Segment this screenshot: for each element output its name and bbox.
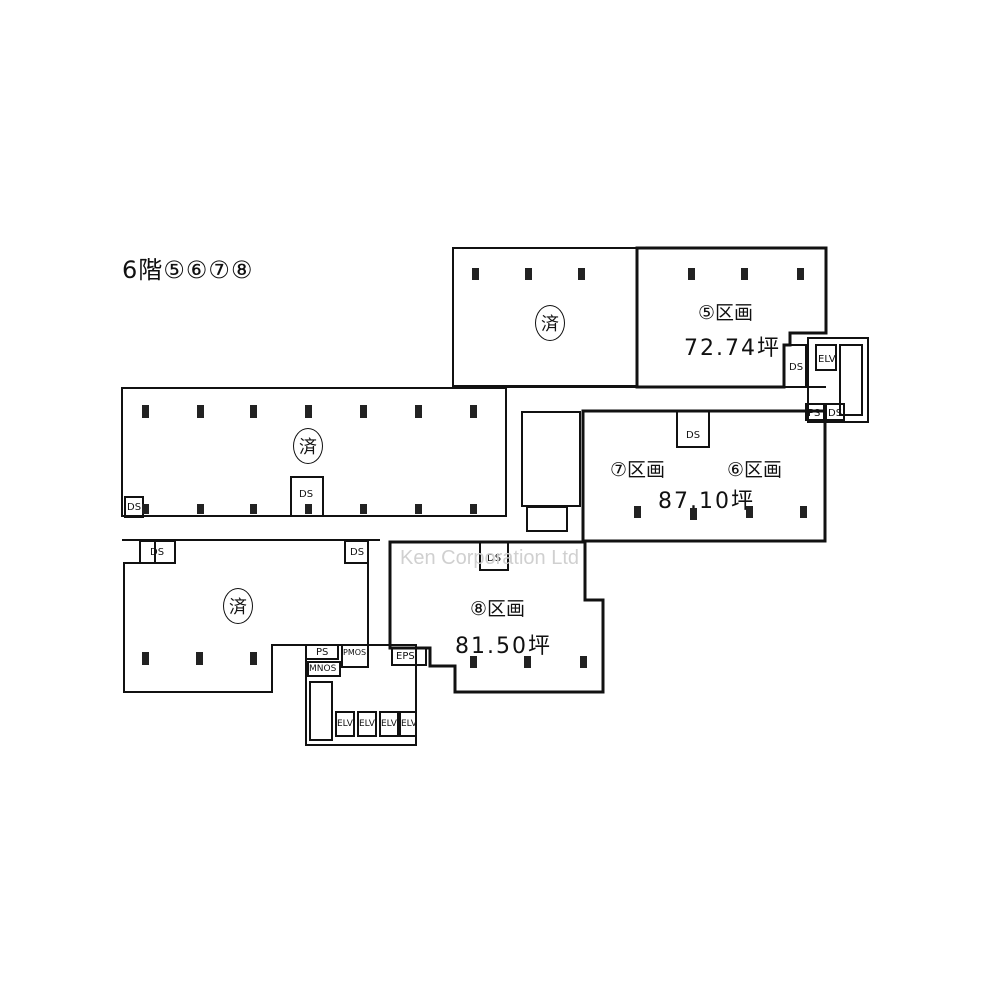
unit-8-label[interactable]: ⑧区画: [470, 598, 526, 620]
watermark: Ken Corporation Ltd: [400, 547, 580, 569]
unit-5-area: 72.74坪: [684, 336, 781, 361]
ds-label-left: DS: [299, 489, 314, 500]
ps-label-lower: PS: [316, 647, 329, 658]
unit-lower-left-outline: [123, 539, 369, 693]
unit-67-area: 87.10坪: [658, 489, 755, 514]
occupied-stamp-top-middle: 済: [535, 305, 565, 341]
pmos-label: PMOS: [343, 648, 367, 657]
ds-label-8: DS: [487, 553, 502, 564]
ds-label-67: DS: [686, 430, 701, 441]
elv-label-3: ELV: [381, 719, 397, 729]
elv-label-right: ELV: [818, 354, 836, 365]
ds-label-lower-right: DS: [350, 547, 365, 558]
unit-6-label[interactable]: ⑥区画: [727, 459, 783, 481]
ps-label-right: PS: [808, 408, 821, 419]
occupied-stamp-left-large: 済: [293, 428, 323, 464]
elv-label-2: ELV: [359, 719, 375, 729]
ds-label-lower-left: DS: [150, 547, 165, 558]
unit-7-label[interactable]: ⑦区画: [610, 459, 666, 481]
eps-label: EPS: [396, 651, 415, 662]
ds-label-5: DS: [789, 362, 804, 373]
mnos-label: MNOS: [309, 664, 337, 674]
ds-label-right-core: DS: [828, 408, 843, 419]
toilet-core-outline: [521, 411, 581, 507]
elv-label-4: ELV: [401, 719, 417, 729]
ds-label-corridor: DS: [127, 502, 142, 513]
right-core-outline: [807, 337, 869, 423]
floor-title: 6階⑤⑥⑦⑧: [122, 256, 254, 284]
elv-label-1: ELV: [337, 719, 353, 729]
occupied-stamp-lower-left: 済: [223, 588, 253, 624]
unit-8-area: 81.50坪: [455, 634, 552, 659]
unit-5-label[interactable]: ⑤区画: [698, 302, 754, 324]
